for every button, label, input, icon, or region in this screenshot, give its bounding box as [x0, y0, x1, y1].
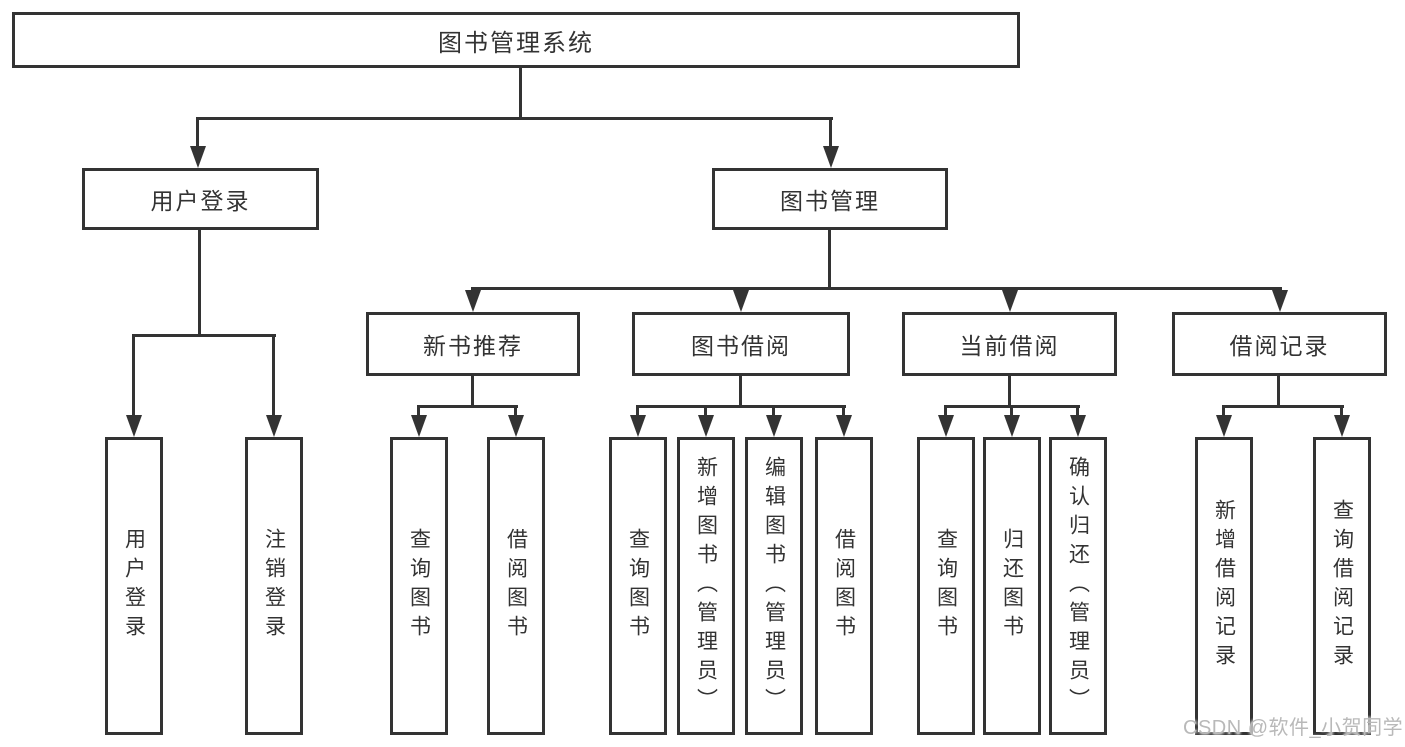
connector-line [272, 334, 275, 417]
node-label: 归还图书 [1000, 528, 1024, 644]
arrow-down-icon [411, 415, 427, 437]
node-label: 图书管理系统 [438, 29, 594, 57]
connector-line [132, 334, 135, 417]
node-borrow-records: 借阅记录 [1172, 312, 1387, 376]
node-root: 图书管理系统 [12, 12, 1020, 68]
arrow-down-icon [1004, 415, 1020, 437]
node-label: 注销登录 [262, 528, 286, 644]
node-label: 借阅记录 [1229, 333, 1330, 359]
node-label: 用户登录 [122, 528, 146, 644]
connector-line [417, 405, 518, 408]
watermark: CSDN @软件_小贺同学 [1183, 717, 1404, 739]
connector-line [198, 230, 201, 335]
leaf-borrow-books-1: 借阅图书 [487, 437, 545, 735]
connector-line [1008, 376, 1011, 407]
node-new-book-recommend: 新书推荐 [366, 312, 580, 376]
leaf-query-books-1: 查询图书 [390, 437, 448, 735]
node-user-login: 用户登录 [82, 168, 319, 230]
connector-line [739, 376, 742, 407]
arrow-down-icon [1002, 290, 1018, 312]
arrow-down-icon [126, 415, 142, 437]
leaf-edit-book-admin: 编辑图书（管理员） [745, 437, 803, 735]
connector-line [471, 376, 474, 407]
connector-line [704, 405, 707, 418]
leaf-borrow-books-2: 借阅图书 [815, 437, 873, 735]
node-label: 图书管理 [780, 188, 880, 214]
leaf-query-books-3: 查询图书 [917, 437, 975, 735]
connector-line [829, 117, 832, 148]
connector-line [842, 405, 845, 418]
connector-line [196, 117, 833, 120]
arrow-down-icon [698, 415, 714, 437]
arrow-down-icon [1216, 415, 1232, 437]
connector-line [636, 405, 846, 408]
node-label: 借阅图书 [832, 528, 856, 644]
leaf-confirm-return-admin: 确认归还（管理员） [1049, 437, 1107, 735]
node-label: 当前借阅 [959, 333, 1060, 359]
leaf-return-book: 归还图书 [983, 437, 1041, 735]
arrow-down-icon [1272, 290, 1288, 312]
node-label: 查询图书 [934, 528, 958, 644]
connector-line [1076, 405, 1079, 418]
node-book-borrow: 图书借阅 [632, 312, 850, 376]
node-label: 查询借阅记录 [1330, 499, 1354, 673]
node-label: 新增图书（管理员） [694, 455, 718, 717]
leaf-logout: 注销登录 [245, 437, 303, 735]
node-label: 查询图书 [407, 528, 431, 644]
node-book-management: 图书管理 [712, 168, 948, 230]
arrow-down-icon [938, 415, 954, 437]
node-label: 编辑图书（管理员） [762, 455, 786, 717]
connector-line [1277, 376, 1280, 407]
connector-line [636, 405, 639, 418]
arrow-down-icon [823, 146, 839, 168]
connector-line [514, 405, 517, 418]
connector-line [944, 405, 947, 418]
node-label: 用户登录 [150, 188, 251, 214]
connector-line [1340, 405, 1343, 418]
connector-line [196, 117, 199, 148]
arrow-down-icon [465, 290, 481, 312]
connector-line [1010, 405, 1013, 418]
node-label: 图书借阅 [691, 333, 791, 359]
leaf-add-borrow-record: 新增借阅记录 [1195, 437, 1253, 735]
connector-line [772, 405, 775, 418]
connector-line [1222, 405, 1225, 418]
connector-line [471, 287, 1282, 290]
leaf-add-book-admin: 新增图书（管理员） [677, 437, 735, 735]
node-label: 新增借阅记录 [1212, 499, 1236, 673]
arrow-down-icon [733, 290, 749, 312]
connector-line [1222, 405, 1344, 408]
connector-line [519, 68, 522, 118]
arrow-down-icon [836, 415, 852, 437]
connector-line [417, 405, 420, 418]
node-label: 查询图书 [626, 528, 650, 644]
arrow-down-icon [190, 146, 206, 168]
node-label: 确认归还（管理员） [1066, 455, 1090, 717]
arrow-down-icon [630, 415, 646, 437]
node-label: 借阅图书 [504, 528, 528, 644]
leaf-query-books-2: 查询图书 [609, 437, 667, 735]
leaf-query-borrow-record: 查询借阅记录 [1313, 437, 1371, 735]
arrow-down-icon [508, 415, 524, 437]
node-current-borrow: 当前借阅 [902, 312, 1117, 376]
arrow-down-icon [1070, 415, 1086, 437]
leaf-user-login: 用户登录 [105, 437, 163, 735]
arrow-down-icon [1334, 415, 1350, 437]
connector-line [132, 334, 276, 337]
node-label: 新书推荐 [423, 333, 523, 359]
arrow-down-icon [766, 415, 782, 437]
arrow-down-icon [266, 415, 282, 437]
connector-line [828, 230, 831, 290]
